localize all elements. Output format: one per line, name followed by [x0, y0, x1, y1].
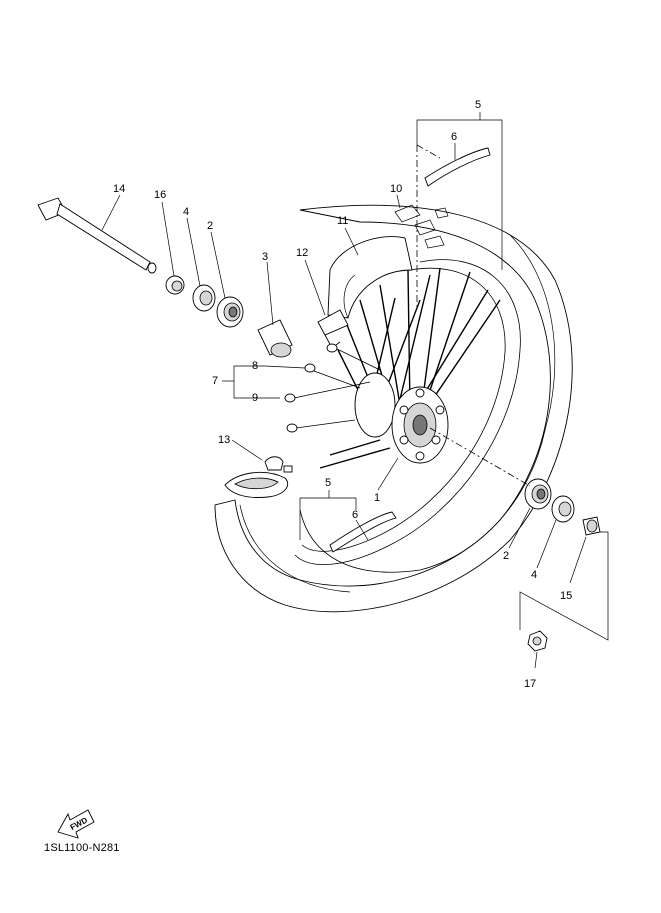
oil-seal-left: [192, 284, 216, 312]
label-17: 17: [524, 678, 537, 690]
label-8: 8: [252, 360, 259, 372]
label-4-left: 4: [183, 206, 190, 218]
tire: [214, 204, 573, 613]
label-6-bottom: 6: [352, 509, 359, 521]
label-16: 16: [154, 189, 167, 201]
label-5-top: 5: [475, 99, 482, 111]
label-13: 13: [218, 434, 231, 446]
label-2-left: 2: [207, 220, 214, 232]
label-3: 3: [262, 251, 269, 263]
label-5-bottom: 5: [325, 477, 332, 489]
label-1: 1: [374, 492, 381, 504]
nut: [527, 630, 548, 652]
tube-patch-area: [394, 204, 449, 249]
label-4-right: 4: [531, 569, 538, 581]
axle: [37, 197, 157, 274]
bearing-left: [216, 296, 244, 328]
label-12: 12: [296, 247, 309, 259]
hub: [354, 372, 449, 464]
rim-band: [327, 236, 413, 319]
inner-tube-valve: [224, 456, 293, 498]
label-9: 9: [252, 392, 259, 404]
fwd-arrow-icon: FWD: [57, 809, 95, 839]
leader-lines: [101, 112, 609, 669]
bearing-right: [524, 478, 552, 510]
spacer: [257, 319, 293, 358]
label-14: 14: [113, 183, 126, 195]
label-2-right: 2: [503, 550, 510, 562]
rim: [294, 259, 546, 573]
spoke-set: [284, 343, 381, 433]
diagram-code: 1SL1100-N281: [44, 842, 120, 854]
label-15: 15: [560, 590, 573, 602]
collar-left: [165, 275, 185, 295]
rim-lock: [317, 309, 349, 349]
collar-right: [582, 516, 601, 536]
label-10: 10: [390, 183, 403, 195]
label-6-top: 6: [451, 131, 458, 143]
rim-strip-top: [424, 147, 491, 187]
oil-seal-right: [551, 495, 575, 523]
label-7: 7: [212, 375, 219, 387]
label-11: 11: [337, 215, 349, 227]
